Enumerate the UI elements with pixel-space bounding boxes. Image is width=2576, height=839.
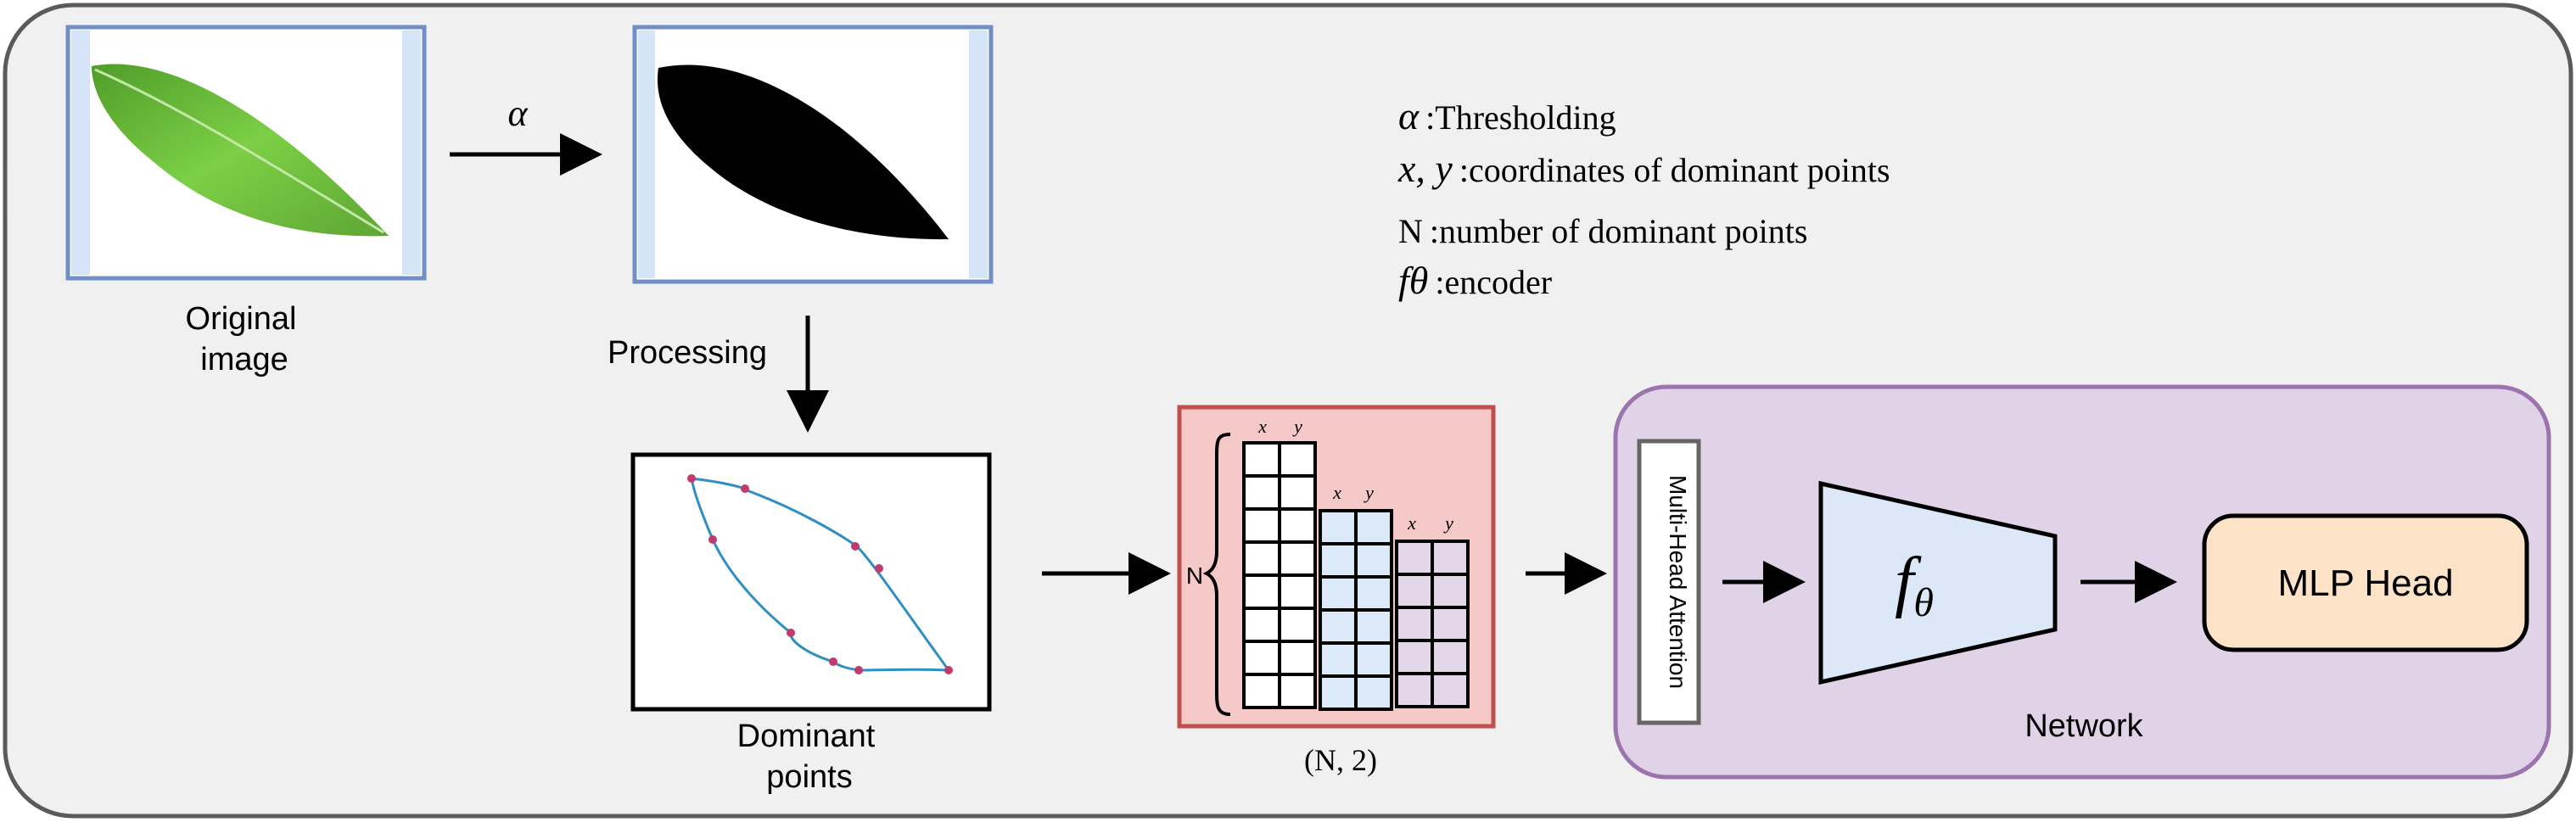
grid-2-cell <box>1354 542 1393 579</box>
grid-1-cell <box>1242 607 1281 643</box>
dominant-points-label-line1: Dominant <box>737 719 876 754</box>
dominant-points-frame <box>630 452 992 712</box>
grid2-col-y: y <box>1364 482 1374 503</box>
grid-1-cell <box>1278 640 1317 676</box>
grid-3-cell <box>1431 639 1470 675</box>
legend-item-encoder: fθ:encoder <box>1398 259 1552 302</box>
grid-1-cell <box>1242 640 1281 676</box>
grid3-col-x: x <box>1407 512 1416 534</box>
legend-item-xy: x, y:coordinates of dominant points <box>1397 147 1890 190</box>
grid-3-cell <box>1431 540 1470 576</box>
mha-block <box>1637 439 1701 725</box>
grid-2-cell <box>1319 509 1358 545</box>
grid-2-cell <box>1354 509 1393 545</box>
grid-1-cell <box>1242 441 1281 478</box>
grid-1-cell <box>1242 507 1281 544</box>
dominant-points-label-line2: points <box>766 759 852 795</box>
legend-item-alpha: α:Thresholding <box>1398 94 1616 137</box>
grid-1-cell <box>1242 540 1281 577</box>
grid-2-cell <box>1319 641 1358 678</box>
grid-3 <box>1395 540 1470 708</box>
grid-2-cell <box>1319 575 1358 612</box>
grid-3-cell <box>1431 606 1470 642</box>
network-label: Network <box>2024 708 2143 744</box>
grid-3-cell <box>1395 573 1434 609</box>
threshold-image-frame <box>632 25 994 284</box>
grid-2-cell <box>1319 674 1358 711</box>
mlp-head-block <box>2202 513 2529 652</box>
grid3-col-y: y <box>1443 512 1453 534</box>
grid-1-cell <box>1278 441 1317 478</box>
grid-1-cell <box>1278 540 1317 577</box>
grid-1-cell <box>1278 474 1317 511</box>
matrix-n-label: N <box>1186 562 1203 589</box>
mha-label: Multi-Head Attention <box>1665 475 1691 689</box>
leaf-silhouette <box>657 64 949 240</box>
legend-item-n: N:number of dominant points <box>1398 212 1807 250</box>
encoder-label: fθ <box>1895 545 1934 625</box>
mlp-head-label: MLP Head <box>2277 562 2453 604</box>
matrix-shape-label: (N, 2) <box>1304 743 1377 777</box>
grid1-col-y: y <box>1292 416 1302 437</box>
grid-3-cell <box>1395 639 1434 675</box>
grid-2-cell <box>1354 608 1393 645</box>
alpha-label: α <box>507 92 528 134</box>
grid-1-cell <box>1278 607 1317 643</box>
grid-1-cell <box>1242 673 1281 709</box>
grid-3-cell <box>1431 573 1470 609</box>
matrix-column-labels: x y x y x y <box>1257 416 1453 534</box>
grid-2-cell <box>1354 575 1393 612</box>
original-image-label-line2: image <box>200 342 288 378</box>
grid-2-cell <box>1354 641 1393 678</box>
dominant-point-markers <box>687 474 953 674</box>
grid-1-cell <box>1278 573 1317 610</box>
grid-2-cell <box>1354 674 1393 711</box>
grid-3-cell <box>1395 606 1434 642</box>
grid1-col-x: x <box>1257 416 1267 437</box>
legend: α:Thresholding x, y:coordinates of domin… <box>1397 94 1890 302</box>
grid-3-cell <box>1395 672 1434 708</box>
grid-1-cell <box>1242 474 1281 511</box>
grid-1-cell <box>1278 673 1317 709</box>
encoder-block <box>1818 480 2058 685</box>
original-image-label-line1: Original <box>186 301 297 337</box>
grid-2-cell <box>1319 542 1358 579</box>
grid-1-cell <box>1242 573 1281 610</box>
matrix-grids <box>1242 441 1470 711</box>
grid-2-cell <box>1319 608 1358 645</box>
grid-1 <box>1242 441 1317 709</box>
grid-3-cell <box>1431 672 1470 708</box>
processing-label: Processing <box>608 335 767 371</box>
grid-3-cell <box>1395 540 1434 576</box>
grid-2 <box>1319 509 1393 711</box>
leaf-contour <box>690 477 952 672</box>
grid-1-cell <box>1278 507 1317 544</box>
grid2-col-x: x <box>1332 482 1341 503</box>
original-image-frame <box>65 25 427 281</box>
leaf-image <box>92 64 389 237</box>
matrix-brace <box>1202 433 1231 716</box>
